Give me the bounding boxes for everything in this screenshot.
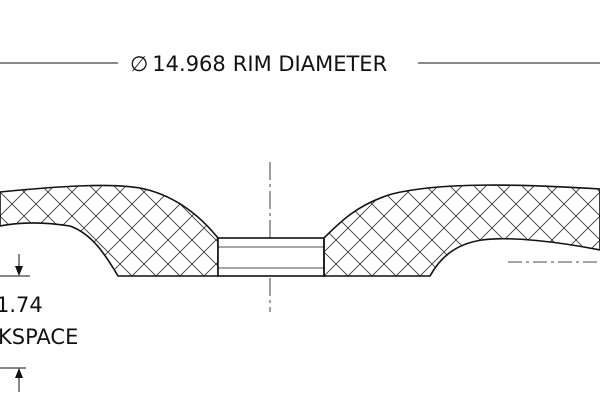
rim-diameter-label: RIM DIAMETER bbox=[233, 52, 387, 76]
rim-diameter-text: ∅14.968 RIM DIAMETER bbox=[130, 52, 387, 76]
backspace-arrow-down bbox=[15, 266, 23, 276]
backspace-value: 1.74 bbox=[0, 293, 43, 317]
center-hub-section bbox=[217, 237, 325, 277]
backspace-dimension: 1.74 KSPACE bbox=[0, 254, 78, 392]
rim-diameter-dimension: ∅14.968 RIM DIAMETER bbox=[0, 52, 600, 76]
left-rim-section bbox=[0, 184, 219, 277]
backspace-label: KSPACE bbox=[0, 325, 78, 349]
diameter-symbol: ∅ bbox=[130, 52, 148, 76]
rim-diameter-value: 14.968 bbox=[152, 52, 225, 76]
